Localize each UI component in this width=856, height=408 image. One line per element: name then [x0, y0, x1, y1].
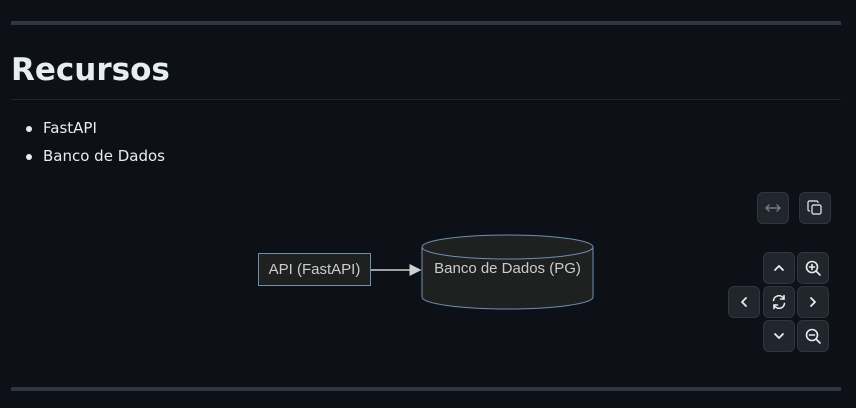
diagram-node-api: API (FastAPI) — [258, 253, 371, 286]
pan-down-button[interactable] — [763, 320, 795, 352]
expand-horizontal-button[interactable] — [757, 192, 789, 224]
diagram-node-db-label: Banco de Dados (PG) — [434, 260, 581, 277]
zoom-out-button[interactable] — [797, 320, 829, 352]
reset-view-button[interactable] — [763, 286, 795, 318]
horizontal-rule — [11, 387, 841, 391]
diagram-canvas — [371, 234, 594, 310]
copy-icon — [807, 200, 822, 215]
database-cylinder — [421, 234, 594, 310]
pan-left-button[interactable] — [728, 286, 760, 318]
reset-icon — [772, 294, 786, 310]
list-item: FastAPI — [11, 116, 165, 144]
mermaid-diagram: API (FastAPI) Banco de Dados (PG) — [0, 225, 856, 315]
copy-button[interactable] — [799, 192, 831, 224]
section-heading: Recursos — [11, 52, 170, 88]
chevron-right-icon — [810, 297, 816, 307]
expand-horizontal-icon — [765, 204, 781, 212]
list-item: Banco de Dados — [11, 144, 165, 172]
pan-up-button[interactable] — [763, 252, 795, 284]
resource-list: FastAPI Banco de Dados — [11, 116, 165, 172]
chevron-down-icon — [774, 333, 784, 339]
heading-underline — [11, 99, 841, 100]
zoom-in-icon — [805, 260, 821, 276]
chevron-left-icon — [741, 297, 747, 307]
horizontal-rule — [11, 21, 841, 25]
zoom-out-icon — [805, 328, 821, 344]
zoom-in-button[interactable] — [797, 252, 829, 284]
chevron-up-icon — [774, 265, 784, 271]
pan-right-button[interactable] — [797, 286, 829, 318]
